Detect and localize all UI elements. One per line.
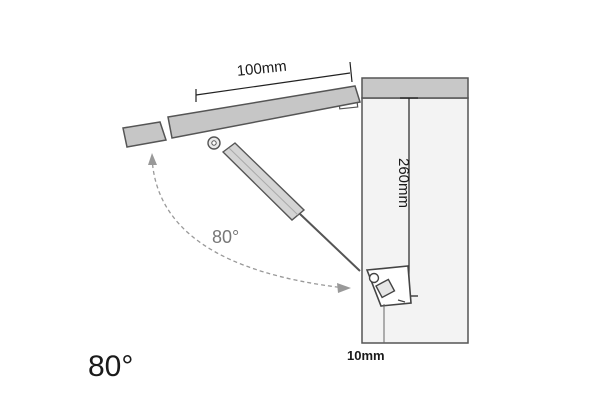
angle-arc-label: 80° [212,227,240,247]
bracket-mark [397,299,406,303]
angle-arc [151,156,346,289]
bottom-dimension-label: 10mm [347,348,385,363]
lid-tip [122,121,167,148]
side-dimension-label: 260mm [395,158,412,209]
gas-strut-rod [299,213,361,272]
angle-arrow-top [148,153,157,165]
cabinet-panel [361,97,469,344]
angle-caption: 80° [88,350,134,383]
cabinet-top-strip [361,77,469,99]
dimension-100mm [195,61,353,102]
lid-panel [167,85,361,139]
angle-arrow-bottom [337,283,351,293]
bottom-bracket [365,265,412,307]
